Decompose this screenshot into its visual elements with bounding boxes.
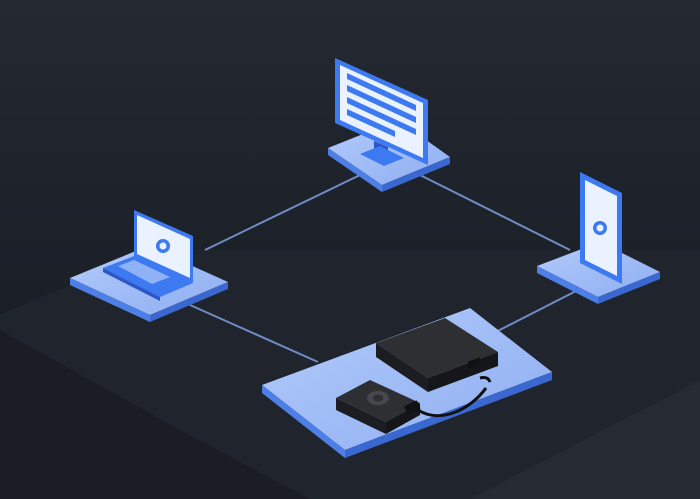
monitor-node <box>328 58 450 192</box>
phone-platform-side-right <box>598 272 660 304</box>
connector-monitor-phone <box>419 174 571 251</box>
laptop-node <box>70 210 228 322</box>
phone-node <box>537 172 660 304</box>
monitor-platform-side-left <box>328 148 382 192</box>
hub-node <box>262 308 552 458</box>
floor-shadow <box>0 330 310 499</box>
laptop-platform-side-left <box>70 278 150 322</box>
phone-platform-side-left <box>537 266 598 304</box>
phone-notch <box>593 180 608 190</box>
connector-laptop-hub <box>189 304 319 363</box>
floor-edge <box>470 380 700 499</box>
laptop-icon <box>103 210 193 301</box>
cable-plug <box>403 400 421 415</box>
phone-icon <box>580 172 622 284</box>
monitor-icon <box>335 58 428 166</box>
laptop-platform-side-right <box>150 282 228 322</box>
text-lines-icon <box>347 73 416 137</box>
cable <box>417 387 488 418</box>
hub-platform-side-left <box>262 385 345 458</box>
monitor-platform-side-right <box>382 157 450 192</box>
connector-laptop-monitor <box>204 174 361 251</box>
router-icon <box>376 318 498 392</box>
